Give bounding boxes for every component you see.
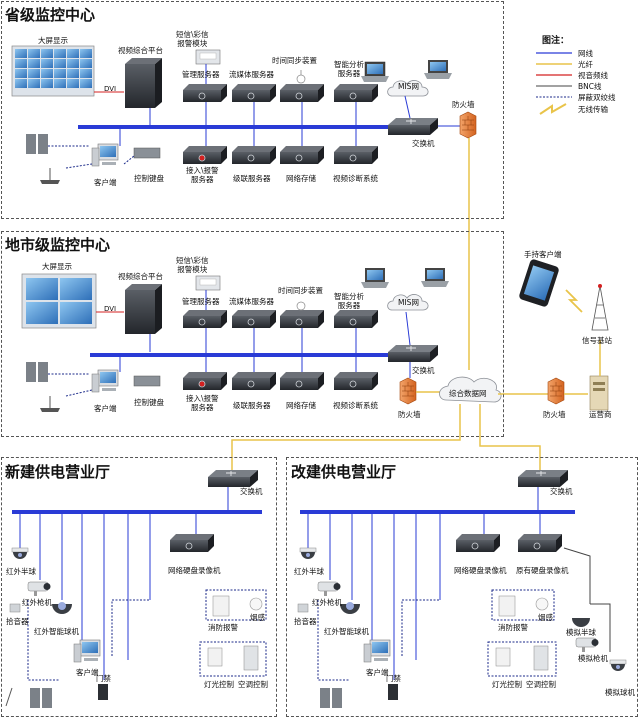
label-firewall-operator: 防火墙 [543,410,566,419]
title-old-hall: 改建供电营业厅 [291,463,397,481]
label-cascade-server: 级联服务器 [233,174,271,183]
label-storage: 网络存储 [286,174,316,183]
label-client-old: 客户端 [366,668,389,677]
label-smoke-new: 烟感 [250,613,265,622]
label-light-ctrl-old: 灯光控制 [492,680,522,689]
legend-item-label: 屏蔽双绞线 [578,93,616,102]
label-ac-ctrl-new: 空调控制 [238,680,268,689]
region-new-hall [1,457,277,717]
label-switch-old: 交换机 [550,487,573,496]
video-platform-provincial [125,58,162,108]
base-station-tower [591,285,609,331]
data-network-cloud [439,376,502,403]
label-diag: 视频诊断系统 [333,401,378,410]
label-fire-alarm-old: 消防报警 [498,623,528,632]
label-ir-dome-old: 红外半球 [294,567,324,576]
legend-symbols [536,52,572,115]
legend-item-label: BNC线 [578,82,602,91]
label-client-provincial: 客户端 [94,178,117,187]
label-analog-dome: 模拟半球 [566,628,596,637]
label-operator: 运营商 [589,410,612,419]
label-analysis-server: 智能分析 服务器 [334,60,364,78]
label-fire-alarm-new: 消防报警 [208,623,238,632]
label-access-server: 接入\报警 服务器 [186,394,219,412]
label-client-city: 客户端 [94,404,117,413]
label-video-platform: 视频综合平台 [118,272,163,281]
label-firewall-city: 防火墙 [398,410,421,419]
label-keyboard-provincial: 控制键盘 [134,174,164,183]
label-sms-alarm: 短信\彩信 报警模块 [176,256,209,274]
title-provincial: 省级监控中心 [5,6,96,24]
label-big-screen: 大屏显示 [38,36,68,45]
title-new-hall: 新建供电营业厅 [5,463,111,481]
region-city [1,231,504,437]
label-mis: MIS网 [398,82,419,91]
label-smoke-old: 烟感 [538,613,553,622]
legend-title: 图注： [542,36,570,46]
label-sms-alarm: 短信\彩信 报警模块 [176,30,209,48]
label-access-server: 接入\报警 服务器 [186,166,219,184]
big-screen-city [21,273,97,329]
region-provincial [1,1,504,219]
label-client-new: 客户端 [76,668,99,677]
label-diag: 视频诊断系统 [333,174,378,183]
label-base-station: 信号基站 [582,336,612,345]
label-ac-ctrl-old: 空调控制 [526,680,556,689]
label-keyboard-city: 控制键盘 [134,398,164,407]
label-time-sync: 时间同步装置 [272,56,317,65]
label-smart-ptz-new: 红外智能球机 [34,627,79,636]
label-dvi: DVI [104,305,117,313]
label-switch-new: 交换机 [240,487,263,496]
label-mis: MIS网 [398,298,419,307]
label-video-platform: 视频综合平台 [118,46,163,55]
legend-item-label: 视音频线 [578,71,608,80]
label-handheld: 手持客户端 [524,250,562,259]
label-pickup-new: 拾音器 [6,617,29,626]
label-pickup-old: 拾音器 [294,617,317,626]
region-old-hall [286,457,638,717]
label-ir-dome-new: 红外半球 [6,567,36,576]
label-dvi: DVI [104,85,117,93]
label-cascade-server: 级联服务器 [233,401,271,410]
label-mgmt-server: 管理服务器 [182,70,220,79]
label-stream-server: 流媒体服务器 [229,297,274,306]
label-storage: 网络存储 [286,401,316,410]
label-door-new: 门禁 [96,674,111,683]
label-nvr-new: 网络硬盘录像机 [168,566,221,575]
label-switch-city: 交换机 [412,366,435,375]
label-switch-provincial: 交换机 [412,139,435,148]
label-analog-ptz: 模拟球机 [605,688,635,697]
operator-server [589,375,609,411]
label-stream-server: 流媒体服务器 [229,70,274,79]
big-screen-provincial [11,45,95,97]
label-firewall-provincial: 防火墙 [452,100,475,109]
legend-item-label: 网线 [578,49,593,58]
label-time-sync: 时间同步装置 [278,286,323,295]
label-smart-ptz-old: 红外智能球机 [324,627,369,636]
legend-item-label: 无线传输 [578,105,608,114]
label-door-old: 门禁 [386,674,401,683]
legend-item-label: 光纤 [578,60,593,69]
title-city: 地市级监控中心 [5,236,111,254]
label-nvr-old: 网络硬盘录像机 [454,566,507,575]
label-mgmt-server: 管理服务器 [182,297,220,306]
label-old-dvr: 原有硬盘录像机 [516,566,569,575]
label-ir-bullet-new: 红外枪机 [22,598,52,607]
label-light-ctrl-new: 灯光控制 [204,680,234,689]
label-ir-bullet-old: 红外枪机 [312,598,342,607]
label-analysis-server: 智能分析 服务器 [334,292,364,310]
label-analog-bullet: 模拟枪机 [578,654,608,663]
label-big-screen: 大屏显示 [42,262,72,271]
label-data-net: 综合数据网 [449,389,487,398]
